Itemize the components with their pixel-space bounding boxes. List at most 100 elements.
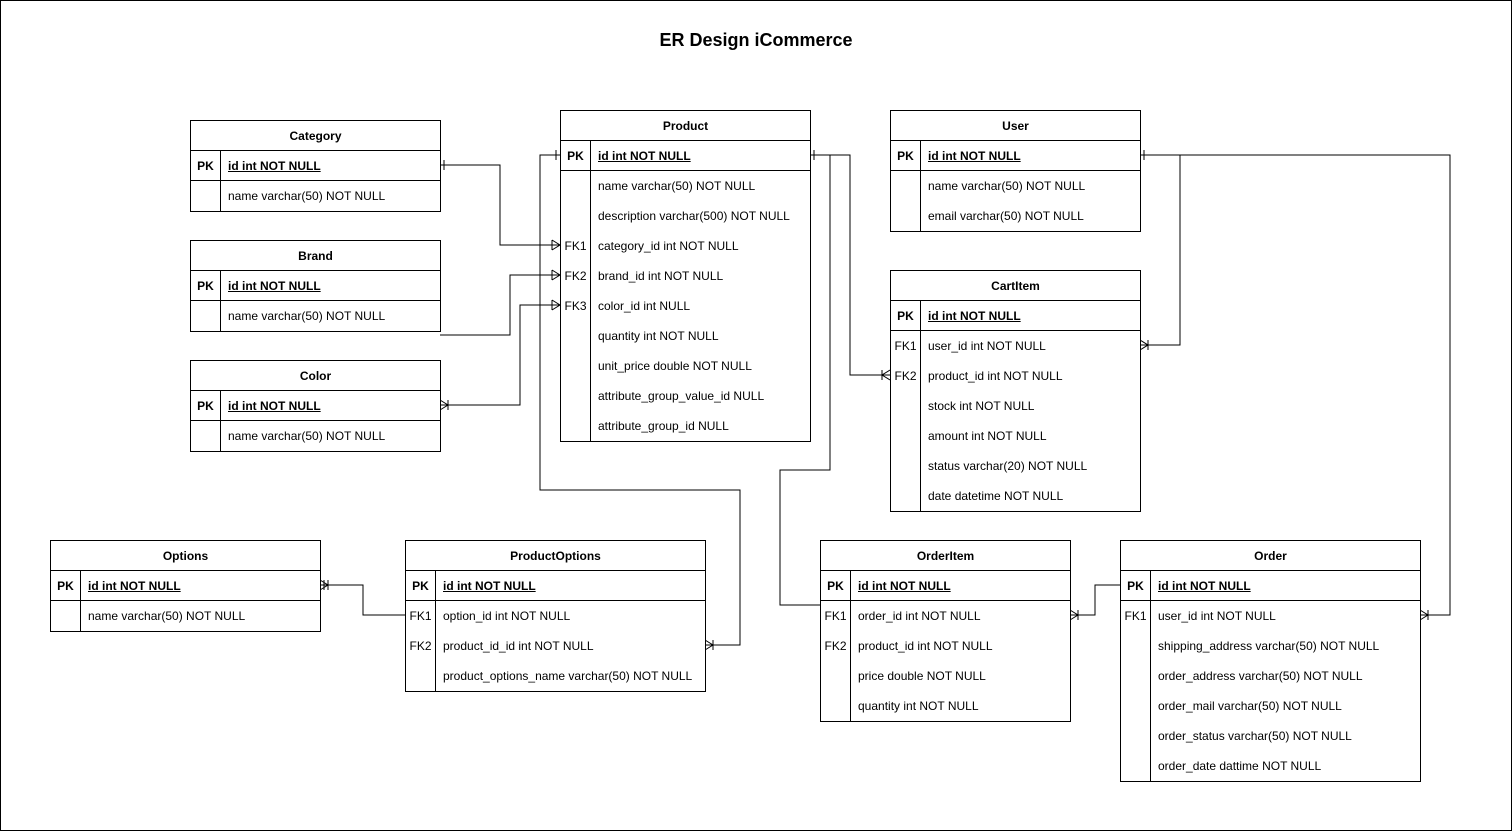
field-text: user_id int NOT NULL: [1158, 609, 1276, 623]
field-text: order_mail varchar(50) NOT NULL: [1158, 699, 1342, 713]
field-key: PK: [191, 151, 221, 180]
field-key: PK: [891, 301, 921, 330]
field-key: [51, 601, 81, 631]
entity-field: FK1 user_id int NOT NULL: [1121, 601, 1420, 631]
entity-field: status varchar(20) NOT NULL: [891, 451, 1140, 481]
entity-field: quantity int NOT NULL: [821, 691, 1070, 721]
field-text: user_id int NOT NULL: [928, 339, 1046, 353]
entity-field: date datetime NOT NULL: [891, 481, 1140, 511]
field-key: PK: [191, 391, 221, 420]
field-text: product_id int NOT NULL: [858, 639, 993, 653]
field-key: [821, 691, 851, 721]
field-text: order_address varchar(50) NOT NULL: [1158, 669, 1363, 683]
entity-field: order_address varchar(50) NOT NULL: [1121, 661, 1420, 691]
field-text: attribute_group_id NULL: [598, 419, 729, 433]
field-text: name varchar(50) NOT NULL: [228, 429, 386, 443]
field-text: status varchar(20) NOT NULL: [928, 459, 1088, 473]
entity-title: CartItem: [891, 271, 1140, 301]
entity-field: name varchar(50) NOT NULL: [561, 171, 810, 201]
field-key: [561, 171, 591, 201]
field-key: PK: [51, 571, 81, 600]
entity-title: Options: [51, 541, 320, 571]
entity-field: product_options_name varchar(50) NOT NUL…: [406, 661, 705, 691]
link-order-orderitem: [1070, 584, 1120, 616]
field-key: [191, 181, 221, 211]
field-text: id int NOT NULL: [928, 308, 1021, 323]
field-key: [561, 201, 591, 231]
entity-field: name varchar(50) NOT NULL: [191, 181, 440, 211]
field-text: id int NOT NULL: [228, 398, 321, 413]
field-text: id int NOT NULL: [598, 148, 691, 163]
field-key: [1121, 661, 1151, 691]
link-options-productoptions: [320, 584, 405, 616]
field-key: FK3: [561, 291, 591, 321]
field-key: PK: [191, 271, 221, 300]
field-key: [891, 451, 921, 481]
entity-title: Product: [561, 111, 810, 141]
entity-field: attribute_group_id NULL: [561, 411, 810, 441]
entity-field: order_mail varchar(50) NOT NULL: [1121, 691, 1420, 721]
field-key: FK1: [1121, 601, 1151, 631]
field-key: [561, 381, 591, 411]
link-category-product: [440, 164, 560, 246]
entity-field: FK1 option_id int NOT NULL: [406, 601, 705, 631]
field-key: [406, 661, 436, 691]
field-key: FK1: [891, 331, 921, 361]
entity-field: order_status varchar(50) NOT NULL: [1121, 721, 1420, 751]
field-text: amount int NOT NULL: [928, 429, 1047, 443]
field-key: [1121, 721, 1151, 751]
entity-field: shipping_address varchar(50) NOT NULL: [1121, 631, 1420, 661]
field-key: [561, 351, 591, 381]
entity-title: User: [891, 111, 1140, 141]
field-text: quantity int NOT NULL: [598, 329, 719, 343]
field-text: option_id int NOT NULL: [443, 609, 571, 623]
field-text: id int NOT NULL: [443, 578, 536, 593]
entity-field: amount int NOT NULL: [891, 421, 1140, 451]
field-text: shipping_address varchar(50) NOT NULL: [1158, 639, 1380, 653]
field-text: product_id int NOT NULL: [928, 369, 1063, 383]
field-text: id int NOT NULL: [88, 578, 181, 593]
entity-title: Brand: [191, 241, 440, 271]
field-key: FK1: [406, 601, 436, 631]
field-text: price double NOT NULL: [858, 669, 986, 683]
field-text: date datetime NOT NULL: [928, 489, 1064, 503]
field-text: name varchar(50) NOT NULL: [598, 179, 756, 193]
field-key: PK: [561, 141, 591, 170]
entity-field: unit_price double NOT NULL: [561, 351, 810, 381]
field-text: id int NOT NULL: [228, 158, 321, 173]
field-text: description varchar(500) NOT NULL: [598, 209, 790, 223]
field-text: id int NOT NULL: [1158, 578, 1251, 593]
entity-field: order_date dattime NOT NULL: [1121, 751, 1420, 781]
field-key: [891, 391, 921, 421]
field-text: name varchar(50) NOT NULL: [88, 609, 246, 623]
link-brand-product: [440, 274, 560, 336]
entity-field: description varchar(500) NOT NULL: [561, 201, 810, 231]
field-key: [1121, 691, 1151, 721]
entity-field: quantity int NOT NULL: [561, 321, 810, 351]
entity-title: Color: [191, 361, 440, 391]
field-text: id int NOT NULL: [928, 148, 1021, 163]
entity-field: PK id int NOT NULL: [1121, 571, 1420, 601]
field-key: PK: [891, 141, 921, 170]
field-key: [561, 321, 591, 351]
link-product-productoptions: [539, 154, 741, 646]
link-product-cartitem: [810, 154, 890, 376]
entity-field: name varchar(50) NOT NULL: [51, 601, 320, 631]
entity-field: name varchar(50) NOT NULL: [191, 301, 440, 331]
field-key: PK: [1121, 571, 1151, 600]
field-key: FK2: [561, 261, 591, 291]
field-key: [891, 201, 921, 231]
link-user-order: [1140, 154, 1451, 616]
field-text: quantity int NOT NULL: [858, 699, 979, 713]
